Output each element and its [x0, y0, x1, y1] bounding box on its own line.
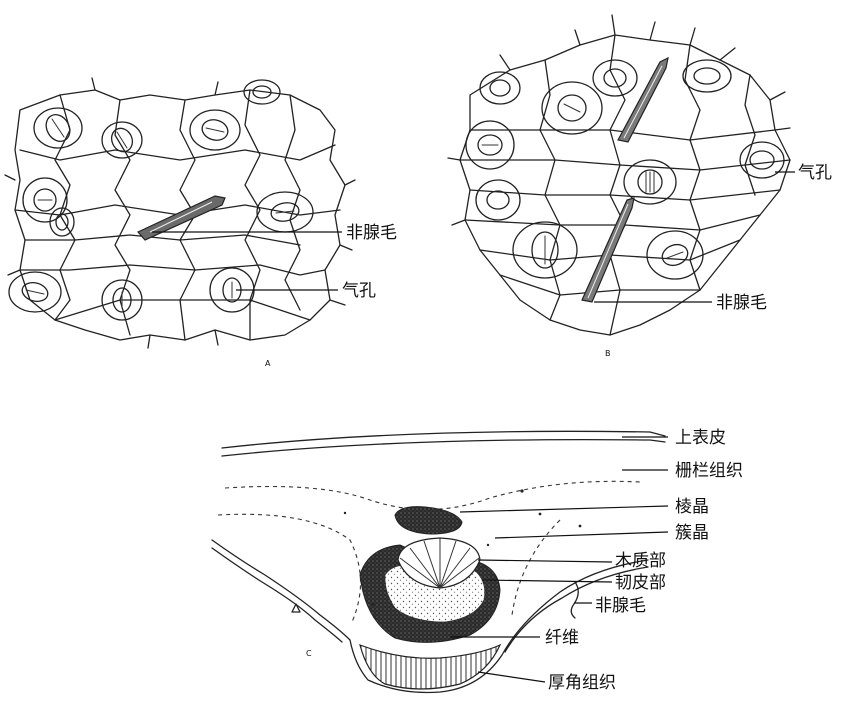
label-palisade: 栅栏组织	[675, 461, 743, 481]
label-a-trichome: 非腺毛	[346, 223, 397, 243]
prism-crystal	[394, 506, 463, 535]
panel-c-letter: C	[306, 649, 312, 658]
leader-collenchyma	[477, 671, 546, 683]
leader-xylem	[477, 559, 613, 563]
lower-epidermis	[211, 539, 649, 694]
panel-b-epidermal-cells	[447, 14, 791, 336]
panel-b-stomata	[465, 59, 785, 280]
upper-epidermis	[221, 430, 666, 457]
leader-cluster-crystal	[494, 531, 669, 539]
panel-c: 上表皮 栅栏组织 棱晶 簇晶 木质部 韧皮部 非腺毛 纤维 厚角组织 C	[211, 428, 743, 694]
label-xylem: 木质部	[615, 551, 666, 571]
label-b-stomata: 气孔	[798, 163, 832, 183]
label-b-trichome: 非腺毛	[716, 293, 767, 313]
panel-b-letter: B	[605, 349, 611, 358]
label-collenchyma: 厚角组织	[548, 673, 616, 693]
label-a-stomata: 气孔	[342, 281, 376, 301]
panel-b-trichomes	[581, 56, 669, 303]
label-prism-crystal: 棱晶	[675, 497, 709, 517]
panel-a-letter: A	[265, 359, 271, 368]
panel-c-leaders	[450, 436, 669, 683]
panel-b: 气孔 非腺毛 B	[447, 14, 832, 358]
leader-phloem	[481, 579, 613, 583]
panel-a-trichome	[137, 195, 226, 241]
collenchyma	[359, 643, 502, 690]
palisade-boundaries	[217, 480, 641, 623]
cluster-crystals	[343, 489, 582, 606]
label-phloem: 韧皮部	[615, 573, 666, 593]
label-c-trichome: 非腺毛	[595, 596, 646, 616]
panel-a: 非腺毛 气孔 A	[4, 77, 397, 368]
panel-a-stomata	[8, 79, 314, 321]
label-fiber: 纤维	[545, 628, 579, 648]
label-upper-epidermis: 上表皮	[675, 428, 726, 448]
leader-prism-crystal	[459, 505, 669, 513]
label-cluster-crystal: 簇晶	[675, 523, 709, 543]
